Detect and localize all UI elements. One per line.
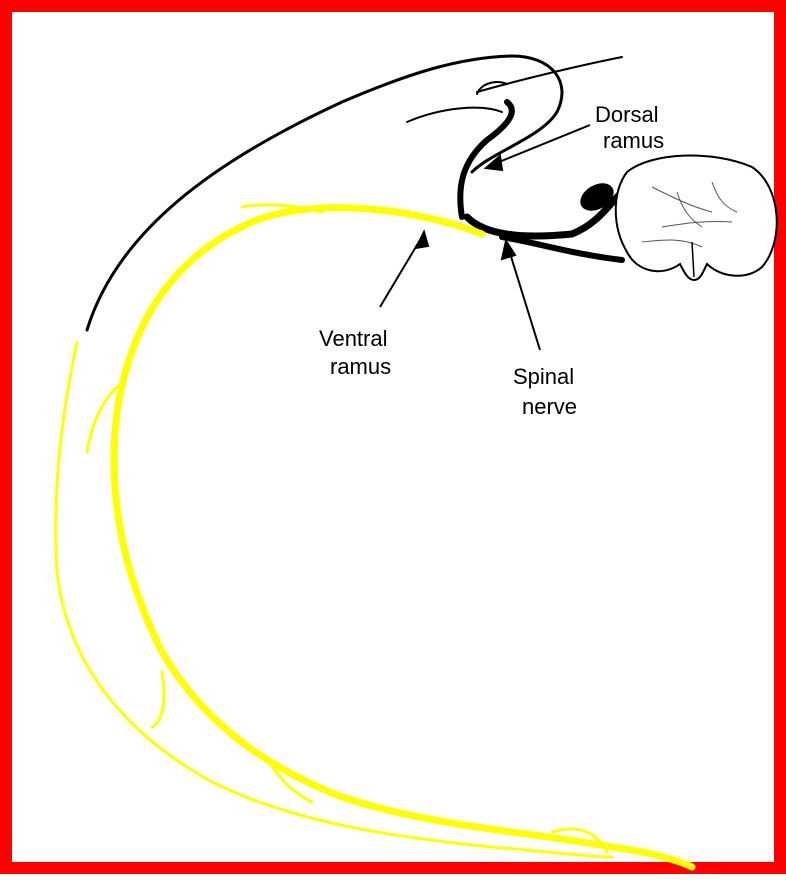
dorsal-ramus-arrow	[494, 125, 590, 164]
ventral-ramus-label-line1: Ventral	[319, 326, 388, 351]
spinal-nerve-label-line1: Spinal	[513, 364, 574, 389]
ventral-nerve-branches	[56, 205, 692, 867]
ventral-ramus-arrow	[380, 240, 420, 307]
ventral-branch-lower-1	[152, 672, 164, 727]
spinal-nerve-arrow	[509, 250, 540, 350]
spinal-nerve-label-line2: nerve	[522, 394, 577, 419]
dorsal-cutaneous-branch	[87, 56, 562, 330]
spinal-cord-section	[616, 156, 777, 280]
spinal-nerve-diagram: Dorsal ramus Ventral ramus Spinal nerve	[12, 12, 786, 886]
dorsal-root-ganglion	[575, 178, 618, 217]
ventral-ramus-main	[114, 208, 692, 867]
spinal-nerve-ventral-root	[502, 237, 622, 260]
ventral-ramus-arrowhead	[416, 232, 428, 248]
dorsal-branch-mid	[407, 108, 502, 122]
ventral-ramus-label-line2: ramus	[330, 354, 391, 379]
dorsal-branch-top	[477, 57, 622, 92]
dorsal-ramus-label-line2: ramus	[603, 128, 664, 153]
dorsal-ramus-label-line1: Dorsal	[595, 102, 659, 127]
spinal-nerve-arrowhead	[502, 241, 515, 259]
